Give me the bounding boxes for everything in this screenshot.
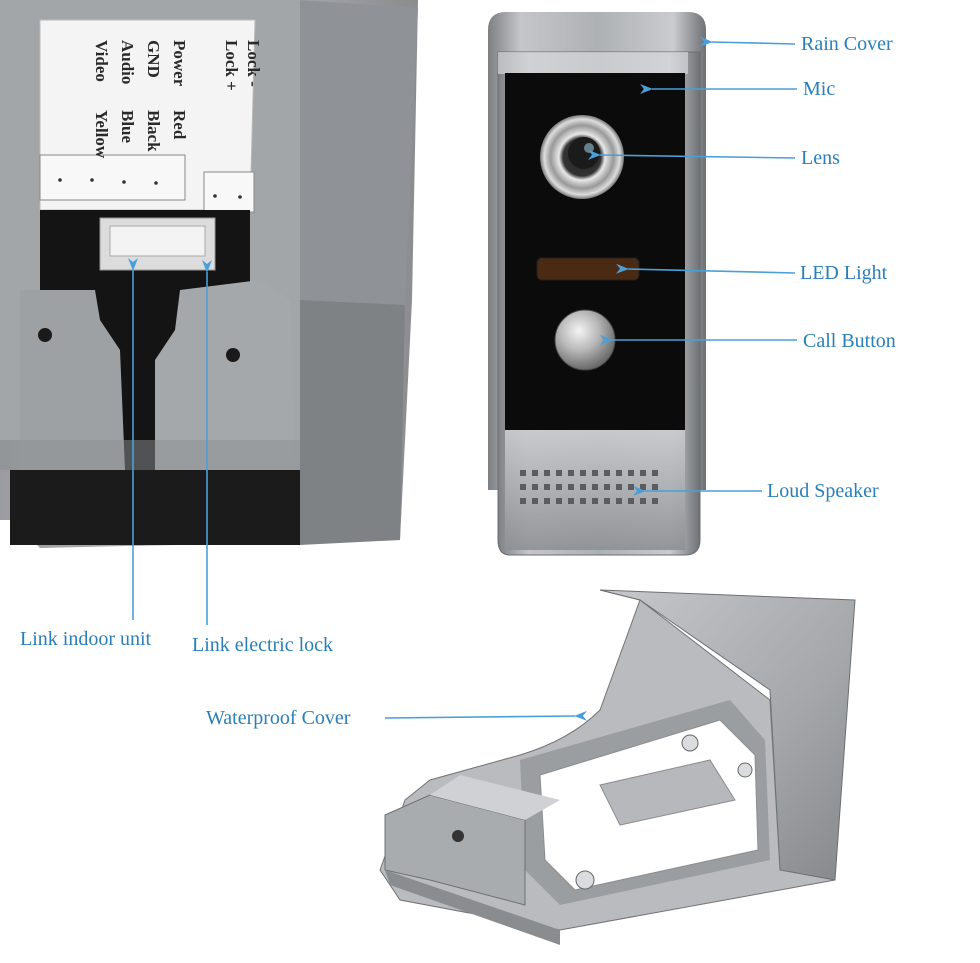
wire-red: Red xyxy=(170,110,189,140)
mic-hole xyxy=(643,86,647,90)
label-led-light: LED Light xyxy=(800,262,888,284)
label-link-indoor-unit: Link indoor unit xyxy=(20,628,152,650)
waterproof-cover-part xyxy=(379,589,856,945)
wire-blue: Blue xyxy=(118,110,137,144)
rain-cover-leader xyxy=(699,36,796,47)
wire-power: Power xyxy=(170,40,189,87)
wire-audio: Audio xyxy=(118,40,137,84)
label-waterproof-cover: Waterproof Cover xyxy=(206,707,351,729)
wire-gnd: GND xyxy=(144,40,163,78)
call-button-part xyxy=(554,309,616,371)
label-loud-speaker: Loud Speaker xyxy=(767,480,879,502)
label-mic: Mic xyxy=(803,78,836,100)
wire-black: Black xyxy=(144,110,163,152)
wire-lock-minus: Lock - xyxy=(244,40,263,87)
label-link-electric-lock: Link electric lock xyxy=(192,634,334,656)
label-call-button: Call Button xyxy=(803,330,896,352)
wire-video: Video xyxy=(92,40,111,82)
wire-lock-plus: Lock + xyxy=(222,40,241,91)
rain-cover xyxy=(498,52,688,74)
lens-leader xyxy=(587,149,796,160)
label-lens: Lens xyxy=(801,147,840,169)
wire-yellow: Yellow xyxy=(92,110,111,159)
led-light-leader xyxy=(615,263,796,274)
waterproof-leader xyxy=(384,710,588,721)
back-view-unit: Lock - Lock + Power Red GND Black Audio … xyxy=(0,0,418,548)
front-view-doorbell xyxy=(488,12,706,556)
led-light xyxy=(536,257,640,281)
label-rain-cover: Rain Cover xyxy=(801,33,893,55)
